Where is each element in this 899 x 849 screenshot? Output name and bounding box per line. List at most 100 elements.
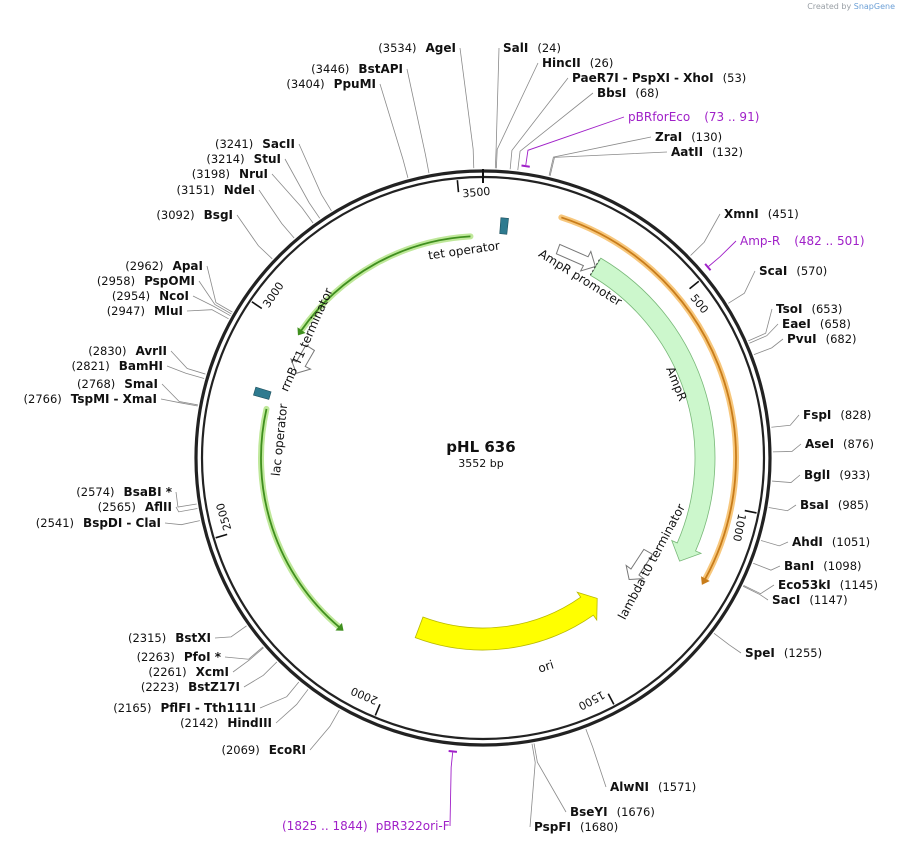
site-leader-line <box>164 520 200 526</box>
site-ncoi[interactable]: (2954)NcoI <box>112 289 189 303</box>
site-bstz17i[interactable]: (2223)BstZ17I <box>141 680 240 694</box>
scale-tick-label: 3000 <box>260 280 286 310</box>
site-xcmi[interactable]: (2261)XcmI <box>148 665 229 679</box>
site-pspfi[interactable]: PspFI(1680) <box>534 820 618 834</box>
site-enzyme-name: BseYI <box>570 805 608 819</box>
scale-tick-label: 1500 <box>576 688 607 713</box>
site-enzyme-name: BstAPI <box>358 62 403 76</box>
site-hindiii[interactable]: (2142)HindIII <box>180 716 272 730</box>
site-bsai[interactable]: BsaI(985) <box>800 498 869 512</box>
primer-pbr322ori-f[interactable]: (1825 .. 1844)pBR322ori-F <box>282 749 458 833</box>
site-enzyme-name: EaeI <box>782 317 811 331</box>
site-enzyme-name: SpeI <box>745 646 775 660</box>
site-position: (2142) <box>180 716 218 730</box>
site-asei[interactable]: AseI(876) <box>805 437 874 451</box>
site-nrui[interactable]: (3198)NruI <box>192 167 268 181</box>
site-leader-line <box>198 280 232 315</box>
site-pflfi-tth111i[interactable]: (2165)PflFI- Tth111I <box>113 701 256 715</box>
lambda-t0-terminator-label: lambda t0 terminator <box>615 502 688 622</box>
site-apai[interactable]: (2962)ApaI <box>125 259 203 273</box>
site-pfoi[interactable]: (2263)PfoI * <box>137 650 222 664</box>
site-labels: SalI(24)HincII(26)PaeR7I- PspXI- XhoI(53… <box>24 41 878 834</box>
site-label: (2958)PspOMI <box>97 274 195 288</box>
site-avrii[interactable]: (2830)AvrII <box>88 344 167 358</box>
site-pvui[interactable]: PvuI(682) <box>787 332 857 346</box>
site-leader-line <box>753 338 784 356</box>
site-bspdi-clai[interactable]: (2541)BspDI- ClaI <box>36 516 161 530</box>
site-label: XmnI(451) <box>724 207 799 221</box>
site-label: BanI(1098) <box>784 559 862 573</box>
site-bgli[interactable]: BglI(933) <box>804 468 870 482</box>
site-position: (985) <box>838 498 869 512</box>
site-alwni[interactable]: AlwNI (1571) <box>610 780 696 794</box>
site-ppumi[interactable]: (3404)PpuMI <box>286 77 376 91</box>
site-tspmi-xmai[interactable]: (2766)TspMI- XmaI <box>24 392 157 406</box>
site-enzyme-name: PvuI <box>787 332 817 346</box>
site-aflii[interactable]: (2565)AflII <box>98 500 172 514</box>
site-ecori[interactable]: (2069)EcoRI <box>221 743 306 757</box>
primer-range: (1825 .. 1844) <box>282 819 368 833</box>
site-zrai[interactable]: ZraI(130) <box>655 130 722 144</box>
plasmid-size: 3552 bp <box>458 457 503 470</box>
site-ndei[interactable]: (3151)NdeI <box>177 183 256 197</box>
site-mlui[interactable]: (2947)MluI <box>107 304 183 318</box>
site-leader-line <box>214 625 247 639</box>
site-leader-line <box>728 270 756 304</box>
site-enzyme-name: AlwNI <box>610 780 649 794</box>
site-enzyme-name: AhdI <box>792 535 823 549</box>
site-leader-line <box>298 143 332 211</box>
site-bseyi[interactable]: BseYI(1676) <box>570 805 655 819</box>
site-bani[interactable]: BanI(1098) <box>784 559 862 573</box>
site-xmni[interactable]: XmnI(451) <box>724 207 799 221</box>
site-enzyme-name: AflII <box>145 500 172 514</box>
site-enzyme-name: AvrII <box>135 344 167 358</box>
site-position: (451) <box>768 207 799 221</box>
site-label: (2263)PfoI * <box>137 650 222 664</box>
site-ahdi[interactable]: AhdI(1051) <box>792 535 870 549</box>
site-position: (3241) <box>215 137 253 151</box>
ampr-promoter-divider <box>589 257 601 276</box>
site-scai[interactable]: ScaI(570) <box>759 264 827 278</box>
site-label: BsaI(985) <box>800 498 869 512</box>
site-saci[interactable]: SacI(1147) <box>772 593 848 607</box>
site-pspomi[interactable]: (2958)PspOMI <box>97 274 195 288</box>
site-leader-line <box>161 383 198 406</box>
ori-label: ori <box>536 657 555 675</box>
site-bamhi[interactable]: (2821)BamHI <box>71 359 163 373</box>
site-agei[interactable]: (3534)AgeI <box>378 41 456 55</box>
site-bsabi[interactable]: (2574)BsaBI * <box>76 485 172 499</box>
site-position: (1571) <box>658 780 696 794</box>
site-leader-line <box>517 92 594 171</box>
primer-pbrforeco[interactable]: pBRforEco(73 .. 91) <box>521 110 760 168</box>
site-paer7i-pspxi-xhoi[interactable]: PaeR7I- PspXI- XhoI(53) <box>572 71 746 85</box>
site-label: SacI(1147) <box>772 593 848 607</box>
scale-tick-mark <box>374 704 381 716</box>
site-bstxi[interactable]: (2315)BstXI <box>128 631 211 645</box>
site-enzyme-name: AseI <box>805 437 834 451</box>
site-leader-line <box>742 585 769 601</box>
site-sacii[interactable]: (3241) SacII <box>215 137 295 151</box>
site-bsgi[interactable]: (3092)BsgI <box>156 208 233 222</box>
site-enzyme-name: - ClaI <box>126 516 161 530</box>
site-bbsi[interactable]: BbsI(68) <box>597 86 659 100</box>
site-hincii[interactable]: HincII(26) <box>542 56 613 70</box>
site-sali[interactable]: SalI(24) <box>503 41 561 55</box>
site-position: (570) <box>796 264 827 278</box>
site-fspi[interactable]: FspI(828) <box>803 408 871 422</box>
site-enzyme-name: - Tth111I <box>195 701 256 715</box>
site-enzyme-name: SacII <box>262 137 295 151</box>
site-stui[interactable]: (3214)StuI <box>206 152 281 166</box>
site-label: (2962)ApaI <box>125 259 203 273</box>
site-smai[interactable]: (2768)SmaI <box>77 377 158 391</box>
primer-leader-line <box>449 752 454 827</box>
plasmid-name: pHL 636 <box>446 438 515 456</box>
site-spei[interactable]: SpeI(1255) <box>745 646 822 660</box>
primer-amp-r[interactable]: Amp-R(482 .. 501) <box>704 234 865 271</box>
site-tsoi[interactable]: TsoI(653) <box>776 302 842 316</box>
site-bstapi[interactable]: (3446)BstAPI <box>311 62 403 76</box>
site-eaei[interactable]: EaeI(658) <box>782 317 851 331</box>
site-eco53ki[interactable]: Eco53kI(1145) <box>778 578 878 592</box>
ori-feature <box>414 591 598 651</box>
site-enzyme-name: AatII <box>671 145 703 159</box>
site-aatii[interactable]: AatII(132) <box>671 145 743 159</box>
